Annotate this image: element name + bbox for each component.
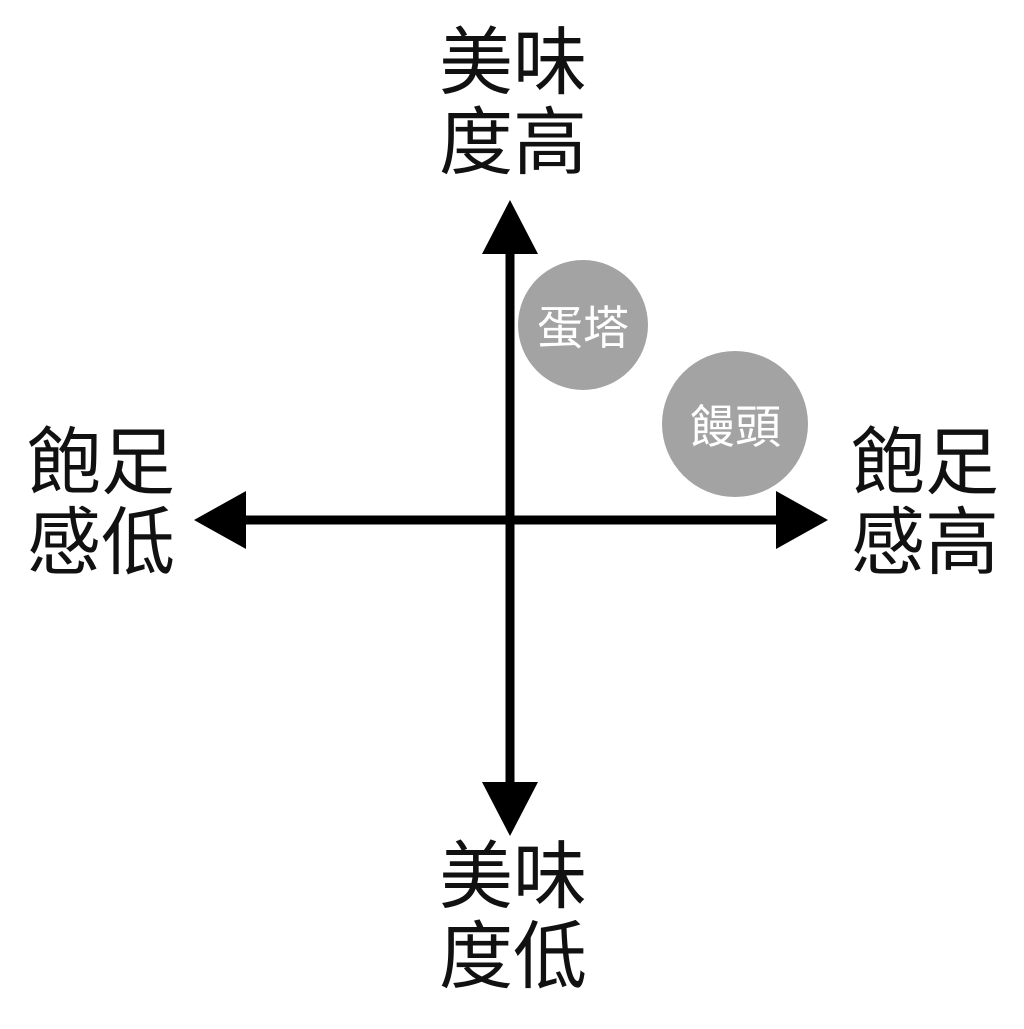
- axis-label-top-line2: 度高: [439, 99, 587, 186]
- axis-label-top-line1: 美味: [439, 20, 587, 106]
- axis-label-right-line1: 飽足: [851, 420, 999, 506]
- arrow-up-icon: [482, 200, 538, 254]
- mantou-label: 饅頭: [689, 400, 781, 454]
- axis-label-left-line1: 飽足: [27, 420, 175, 506]
- arrow-down-icon: [482, 782, 538, 836]
- axis-label-left-line2: 感低: [27, 499, 175, 586]
- axis-label-top: 美味 度高: [438, 20, 588, 186]
- axis-label-bottom-line1: 美味: [439, 834, 587, 920]
- axis-label-bottom: 美味 度低: [438, 834, 588, 1000]
- axis-label-bottom-line2: 度低: [439, 913, 587, 1000]
- axis-label-right-line2: 感高: [851, 499, 999, 586]
- axis-label-left: 飽足 感低: [22, 420, 180, 586]
- arrow-right-icon: [776, 491, 828, 549]
- axis-label-right: 飽足 感高: [846, 420, 1004, 586]
- egg-tart-bubble: 蛋塔: [518, 260, 648, 390]
- egg-tart-label: 蛋塔: [537, 301, 629, 355]
- arrow-left-icon: [194, 491, 246, 549]
- mantou-bubble: 饅頭: [662, 351, 808, 497]
